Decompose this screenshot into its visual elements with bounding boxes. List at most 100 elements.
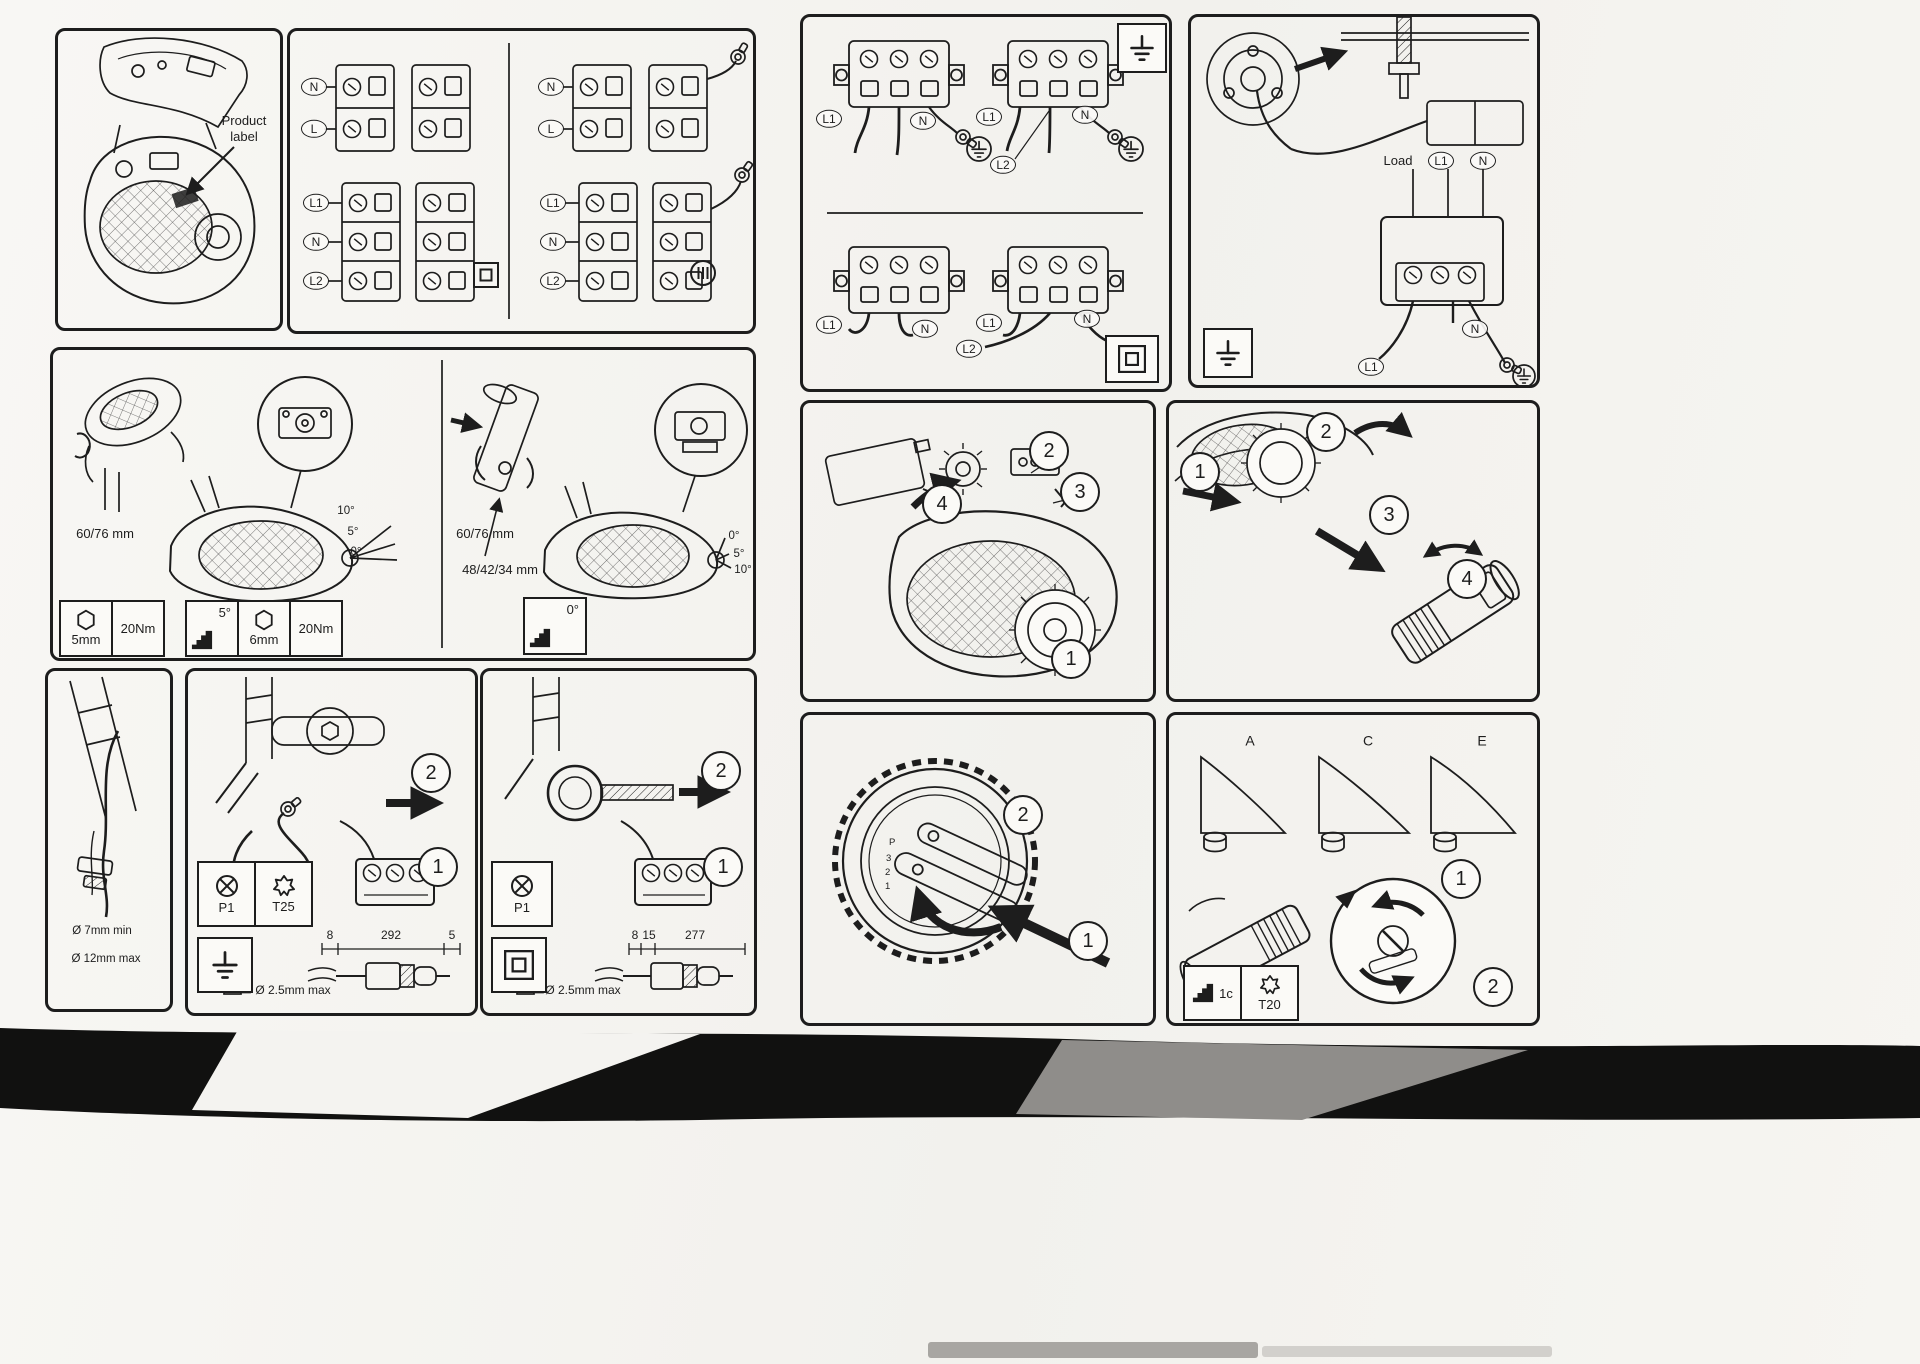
tilt-steps-icon [529, 628, 551, 648]
class2-symbol-cell [493, 939, 545, 991]
panel-beam-options: A C E 1 2 1c T20 [1166, 712, 1540, 1026]
terminal-label-n: N [1462, 319, 1488, 339]
torque-label: 20Nm [120, 621, 156, 636]
beam-option-e: E [1477, 732, 1487, 749]
config-code: 1c [1219, 985, 1233, 1001]
step-1-badge: 1 [1180, 452, 1220, 492]
step-2-badge: 2 [1306, 412, 1346, 452]
terminal-label-n: N [1072, 105, 1098, 125]
torx-size: T20 [1258, 996, 1281, 1012]
tilt-angle-label: 10° [734, 563, 752, 576]
class-ii-icon [503, 950, 534, 980]
tilt-angle-label: 0° [728, 529, 740, 542]
lamp-dial-illustration [832, 758, 1111, 968]
dial-mark-1: 1 [885, 881, 891, 892]
panel-lamp-removal: 1 2 3 4 [1166, 400, 1540, 702]
tilt-adjustment-illustration [74, 360, 748, 648]
beam-option-c: C [1362, 732, 1374, 749]
load-label: Load [1383, 152, 1413, 168]
panel-product-label: Product label [55, 28, 283, 331]
terminal-block-wiring-illustration [827, 17, 1144, 349]
hex-size-label: 5mm [71, 632, 101, 647]
beam-option-a: A [1245, 732, 1255, 749]
step-2-badge: 2 [1473, 967, 1513, 1007]
pole-diameter-label: 60/76 mm [456, 525, 514, 541]
panel-connector-wiring: N L L1 N L2 N L L1 N L2 [287, 28, 758, 334]
tilt-steps-icon [1193, 983, 1214, 1003]
panel-terminal-blocks: L1 N L1 N L2 L1 N L1 N L2 [800, 14, 1172, 392]
strip-dim: 292 [380, 928, 402, 942]
class-ii-icon [1117, 345, 1147, 373]
floodlight-open-cover-illustration [83, 37, 256, 305]
ground-symbol-box [1203, 328, 1253, 378]
step-4-badge: 4 [922, 484, 962, 524]
connector-code: P1 [514, 899, 530, 915]
hex-key-spec: 6mm [237, 602, 289, 655]
step-1-badge: 1 [418, 847, 458, 887]
torx-icon [1259, 974, 1280, 994]
connector-spec: P1 [199, 863, 254, 925]
hex-key-icon [77, 609, 95, 631]
connector-wiring-illustration [324, 39, 758, 319]
step-1-badge: 1 [703, 847, 743, 887]
panel-cable-diameter: Ø 7mm min Ø 12mm max [45, 668, 173, 1012]
tilt-angle-label: 5° [347, 525, 359, 538]
tilt-angle-label: 0° [350, 545, 362, 558]
torx-size: T25 [272, 898, 295, 914]
class2-symbol-cell [1107, 337, 1157, 381]
cable-entry-illustration [69, 676, 137, 918]
strip-dim: 8 [326, 928, 334, 942]
scan-edge-artifact [0, 1028, 1920, 1358]
ground-symbol-box [1117, 23, 1167, 73]
strip-dim: 277 [684, 928, 706, 942]
hex-size-label: 6mm [249, 632, 279, 647]
terminal-label-l: L [301, 119, 327, 139]
terminal-label-n: N [538, 77, 564, 97]
dial-mark-p: P [889, 837, 896, 848]
panel-wiring-class1: 2 1 P1 T25 8 292 5 Ø 2.5mm max [185, 668, 478, 1016]
terminal-label-n: N [1470, 151, 1496, 171]
connector-tool-box: P1 T25 [197, 861, 313, 927]
hex-key-icon [255, 609, 273, 631]
torx-icon [272, 874, 295, 896]
terminal-label-l1: L1 [816, 109, 842, 129]
step-2-badge: 2 [411, 753, 451, 793]
terminal-label-n: N [540, 232, 566, 252]
connector-box: P1 [491, 861, 553, 927]
panel-lamp-insertion: P 3 2 1 2 1 [800, 712, 1156, 1026]
step-4-badge: 4 [1447, 559, 1487, 599]
dial-mark-2: 2 [885, 867, 891, 878]
step-3-badge: 3 [1369, 495, 1409, 535]
ground-symbol-cell [199, 939, 251, 991]
earth-ground-icon [1216, 340, 1240, 366]
tilt-angle-value: 0° [566, 602, 579, 617]
dial-mark-3: 3 [886, 853, 892, 864]
terminal-label-l1: L1 [976, 313, 1002, 333]
terminal-label-l2: L2 [956, 339, 982, 359]
terminal-label-l1: L1 [1428, 151, 1454, 171]
tilt-angle-label: 10° [337, 504, 355, 517]
tilt-zero-box: 0° [523, 597, 587, 655]
adapter-diameter-label: 48/42/34 mm [462, 561, 538, 577]
torx-spec: T25 [254, 863, 311, 925]
step-1-badge: 1 [1068, 921, 1108, 961]
terminal-label-n: N [912, 319, 938, 339]
step-2-badge: 2 [1029, 431, 1069, 471]
torque-label: 20Nm [298, 621, 334, 636]
cable-min-diameter-label: Ø 7mm min [72, 924, 132, 937]
panel-housing-steps: 2 3 4 1 [800, 400, 1156, 702]
terminal-label-l1: L1 [816, 315, 842, 335]
torx-spec: T20 [1240, 967, 1297, 1019]
terminal-label-n: N [301, 77, 327, 97]
hex-key-spec: 5mm [61, 602, 111, 655]
panel-tilt-adjustment: 60/76 mm 10° 5° 0° 48/42/34 mm 60/76 mm … [50, 347, 756, 661]
ground-symbol-box [197, 937, 253, 993]
step-1-badge: 1 [1441, 859, 1481, 899]
ground-symbol-cell [1205, 330, 1251, 376]
load-wiring-illustration [1206, 16, 1536, 388]
strip-dim: 5 [448, 928, 456, 942]
tilt-angle-value: 5° [218, 605, 231, 620]
connector-spec: P1 [493, 863, 551, 925]
wire-max-label: Ø 2.5mm max [255, 983, 331, 997]
strip-dim: 8 [631, 928, 639, 942]
